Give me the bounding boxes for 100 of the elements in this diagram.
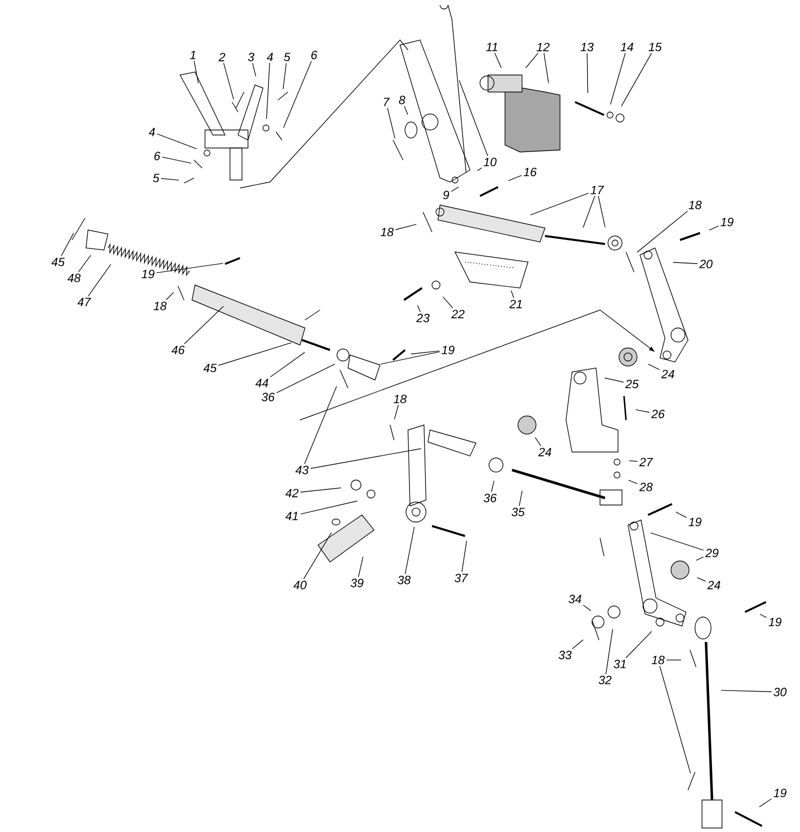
callout-number: 14 xyxy=(620,42,634,52)
leader-line xyxy=(304,386,337,464)
callout-number: 8 xyxy=(398,96,406,104)
callout-number: 4 xyxy=(148,128,155,136)
leader-line xyxy=(534,437,542,446)
callout-number: 46 xyxy=(171,346,185,354)
leader-line xyxy=(442,296,454,308)
leader-line xyxy=(266,62,270,120)
callout-number: 22 xyxy=(451,310,464,318)
callout-number: 31 xyxy=(614,660,626,668)
leader-line xyxy=(194,60,199,84)
callout-number: 24 xyxy=(661,370,674,378)
leader-line xyxy=(696,556,704,561)
leader-line xyxy=(621,52,652,107)
callout-number: 26 xyxy=(651,410,665,418)
leader-line xyxy=(450,186,459,192)
leader-line xyxy=(604,378,624,382)
leader-line xyxy=(462,540,467,572)
leader-line xyxy=(672,262,698,264)
callout-number: 19 xyxy=(720,218,734,226)
leader-line xyxy=(494,52,502,68)
callout-number: 18 xyxy=(154,302,167,310)
leader-line xyxy=(610,52,626,105)
leader-line xyxy=(508,175,522,182)
leader-line xyxy=(598,196,606,228)
callout-number: 36 xyxy=(484,494,497,502)
leader-line xyxy=(184,306,224,344)
callout-number: 45 xyxy=(203,364,217,372)
callout-number: 11 xyxy=(486,42,498,52)
leader-line xyxy=(708,226,719,231)
leader-line xyxy=(394,404,399,420)
callout-number: 6 xyxy=(154,152,160,160)
leader-line xyxy=(270,352,306,378)
callout-number: 33 xyxy=(558,650,572,660)
leader-line xyxy=(60,232,74,256)
callout-number: 47 xyxy=(77,298,92,306)
leader-line xyxy=(166,292,174,300)
leader-line xyxy=(628,480,638,484)
callout-number: 38 xyxy=(398,576,411,584)
leader-line xyxy=(510,290,514,298)
leader-line xyxy=(458,80,488,156)
leader-line xyxy=(572,639,584,650)
leader-line xyxy=(395,224,417,230)
leader-line xyxy=(252,62,256,77)
leader-line xyxy=(358,556,364,578)
leader-line xyxy=(387,108,396,139)
callout-number: 20 xyxy=(699,260,713,268)
callout-number: 37 xyxy=(454,574,468,582)
leader-line xyxy=(759,798,772,808)
callout-number: 29 xyxy=(705,548,718,558)
callout-number: 18 xyxy=(380,228,394,236)
callout-number: 18 xyxy=(394,394,407,404)
leader-line xyxy=(276,364,336,394)
leader-line xyxy=(530,192,589,216)
leader-line xyxy=(696,577,706,582)
callout-number: 18 xyxy=(652,656,665,664)
callout-number: 19 xyxy=(774,788,786,798)
leader-line xyxy=(162,156,192,164)
leader-line xyxy=(626,631,652,658)
callout-number: 15 xyxy=(648,42,662,52)
leader-line xyxy=(300,488,342,492)
leader-line xyxy=(586,52,588,94)
callout-number: 23 xyxy=(416,314,430,322)
leader-line xyxy=(88,264,112,296)
callout-number: 32 xyxy=(598,676,612,684)
leader-line xyxy=(310,448,422,469)
leader-line xyxy=(404,526,415,574)
leader-line xyxy=(282,62,287,90)
leader-line xyxy=(380,351,440,364)
callout-number: 40 xyxy=(293,580,307,590)
callout-number: 24 xyxy=(707,580,720,590)
leader-line xyxy=(78,254,92,272)
callout-number: 19 xyxy=(688,518,702,526)
callout-number: 34 xyxy=(568,594,582,604)
callout-number: 43 xyxy=(295,466,309,474)
callout-number: 3 xyxy=(248,52,254,62)
callout-number: 12 xyxy=(536,42,550,52)
leader-line xyxy=(650,532,704,551)
leader-line xyxy=(303,532,332,580)
leader-line xyxy=(582,604,592,612)
callout-number: 10 xyxy=(484,158,497,166)
leader-line xyxy=(628,460,638,462)
callout-number: 30 xyxy=(774,688,787,696)
callout-number: 42 xyxy=(285,488,298,498)
callout-number: 4 xyxy=(266,52,273,62)
callout-number: 25 xyxy=(625,380,639,388)
callout-number: 18 xyxy=(688,200,702,210)
callout-number: 21 xyxy=(509,300,522,308)
leader-line xyxy=(477,168,482,172)
callout-number: 45 xyxy=(51,258,65,266)
callout-number: 41 xyxy=(285,512,298,520)
leader-line xyxy=(156,262,224,274)
leader-line xyxy=(160,178,180,181)
callout-number: 17 xyxy=(590,186,604,194)
callout-number: 48 xyxy=(67,274,81,282)
leader-line xyxy=(491,480,494,492)
leader-line xyxy=(223,62,234,100)
leader-line xyxy=(283,60,312,128)
leader-line xyxy=(525,52,538,68)
leader-line xyxy=(417,304,421,312)
